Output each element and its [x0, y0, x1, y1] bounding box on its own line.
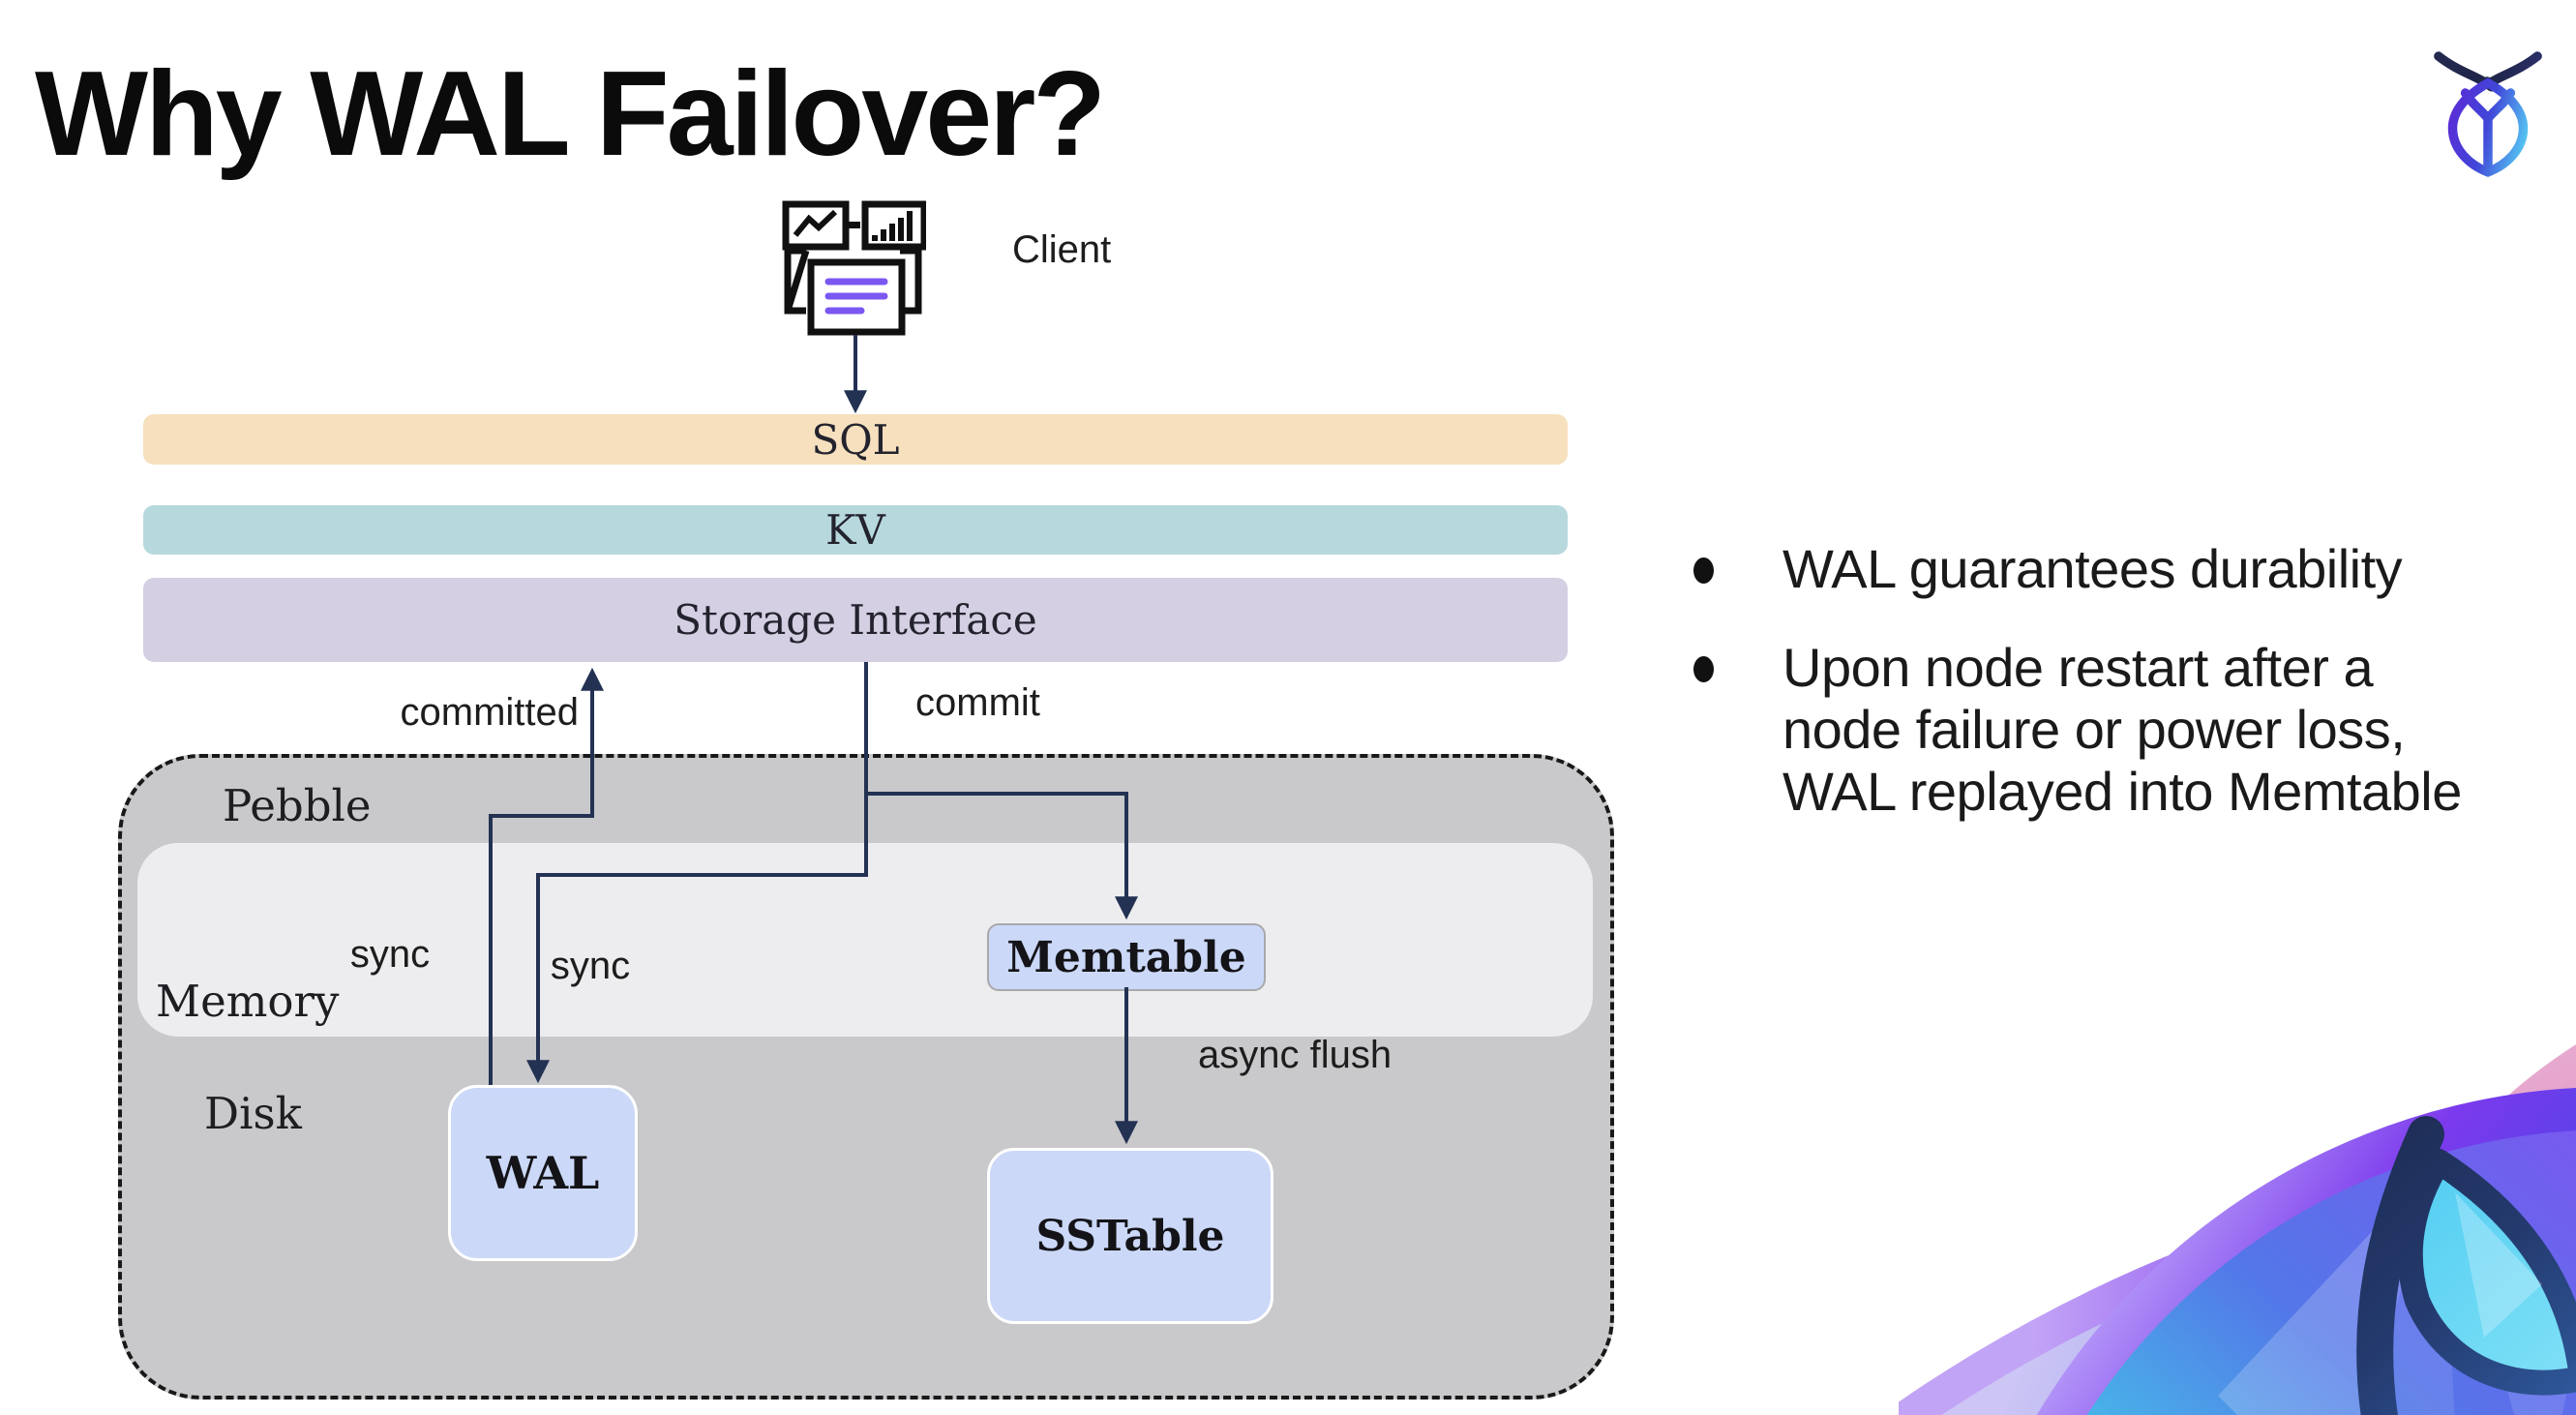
cockroachdb-logo-icon [2434, 51, 2542, 177]
wal-box: WAL [448, 1085, 638, 1261]
layer-bar-storage: Storage Interface [143, 578, 1568, 662]
edge-label-sync-right: sync [550, 945, 631, 987]
client-linechart-line [793, 209, 838, 237]
logo-antenna-right [2483, 51, 2542, 90]
client-bracket-left [784, 251, 806, 315]
client-bracket-right [900, 247, 922, 315]
memtable-box: Memtable [987, 923, 1266, 991]
sstable-box: SSTable [987, 1148, 1273, 1324]
brand-sphere-art [1899, 1044, 2576, 1415]
edge-label-committed: committed [400, 691, 580, 734]
edge-label-sync-left: sync [349, 933, 431, 976]
client-linechart-icon [782, 200, 850, 251]
art-leaf-big [2397, 1149, 2576, 1396]
bullet-dot [1693, 557, 1714, 584]
logo-y-vein [2460, 88, 2516, 170]
bullet-item: WAL guarantees durability [1684, 538, 2555, 600]
bullet-text: WAL guarantees durability [1782, 538, 2403, 599]
edge-label-commit: commit [915, 681, 1040, 724]
art-branch-stem [2356, 1116, 2444, 1415]
client-icon [782, 200, 926, 336]
layer-bar-sql: SQL [143, 414, 1568, 465]
slide-title: Why WAL Failover? [35, 47, 1106, 181]
bullet-dot [1693, 656, 1714, 682]
memory-label: Memory [156, 976, 340, 1027]
pebble-label: Pebble [223, 780, 372, 831]
layer-bar-kv: KV [143, 505, 1568, 555]
bullet-list: WAL guarantees durability Upon node rest… [1684, 538, 2555, 859]
client-dash [848, 222, 860, 228]
logo-body-outline [2447, 77, 2529, 177]
bullet-text: Upon node restart after a node failure o… [1782, 637, 2462, 822]
client-label: Client [1012, 228, 1112, 271]
edge-label-async-flush: async flush [1198, 1034, 1393, 1076]
bullet-item: Upon node restart after a node failure o… [1684, 637, 2555, 823]
disk-label: Disk [204, 1088, 302, 1139]
